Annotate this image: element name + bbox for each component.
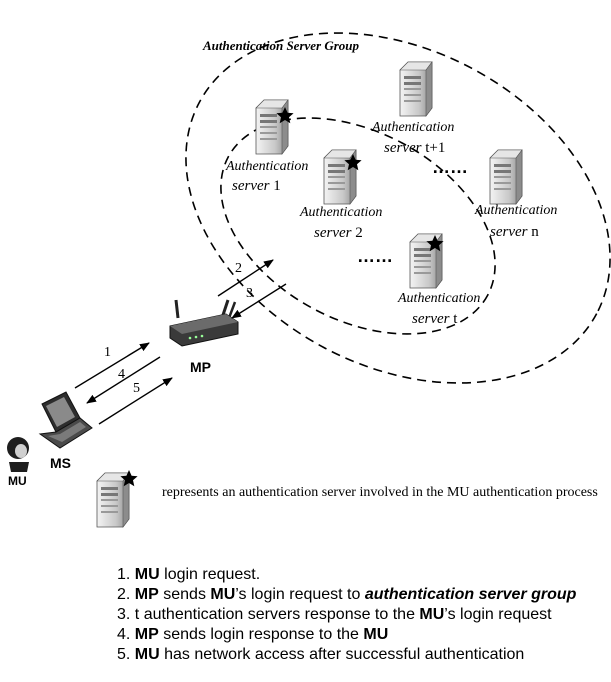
step-item: 3. t authentication servers response to … xyxy=(117,605,611,625)
step-text: MU xyxy=(134,566,160,583)
outer-group-ellipse xyxy=(185,32,611,384)
arrow-1-label: 1 xyxy=(104,345,111,360)
inner-group-ellipse xyxy=(220,117,496,335)
arrow-5 xyxy=(98,377,173,425)
ms-label: MS xyxy=(50,455,71,471)
legend-server xyxy=(96,470,138,528)
server-n-label-line2: server n xyxy=(490,224,539,240)
server-t-word: server xyxy=(412,311,450,327)
server-t-label-line1: Authentication xyxy=(397,291,480,306)
server-t-plus-1-icon xyxy=(399,61,433,117)
server-t-label-line2: server t xyxy=(412,311,458,327)
server-t-plus-1-id: t+1 xyxy=(425,140,445,156)
step-item: 1. MU login request. xyxy=(117,565,611,585)
step-number: 5. xyxy=(117,646,135,663)
server-t-plus-1: Authentication server t+1 xyxy=(371,61,454,156)
arrow-4 xyxy=(86,356,161,404)
ms-laptop: MS xyxy=(38,391,93,471)
legend-text: represents an authentication server invo… xyxy=(162,485,598,500)
server-t-plus-1-label-line1: Authentication xyxy=(371,120,454,135)
server-n: Authentication server n xyxy=(474,149,557,240)
step-text: ’s login request xyxy=(444,606,552,623)
step-list: 1. MU login request.2. MP sends MU’s log… xyxy=(117,565,611,665)
step-text: t authentication servers response to the xyxy=(134,606,420,623)
server-2-label-line2: server 2 xyxy=(314,225,363,241)
step-item: 5. MU has network access after successfu… xyxy=(117,645,611,665)
ellipsis-dots-upper: …… xyxy=(432,157,468,177)
router-icon xyxy=(169,299,239,347)
server-2-id: 2 xyxy=(355,225,363,241)
step-text: MP xyxy=(134,626,159,643)
step-item: 4. MP sends login response to the MU xyxy=(117,625,611,645)
legend-server-icon xyxy=(96,472,130,528)
arrow-4-label: 4 xyxy=(118,367,125,382)
step-number: 1. xyxy=(117,566,135,583)
arrow-5-label: 5 xyxy=(133,381,140,396)
step-text: MU xyxy=(210,586,236,603)
server-t: Authentication server t xyxy=(397,233,480,327)
arrow-3-label: 3 xyxy=(246,286,253,301)
step-text: MP xyxy=(134,586,159,603)
server-t-plus-1-word: server xyxy=(384,140,422,156)
arrow-2-label: 2 xyxy=(235,261,242,276)
step-text: MU xyxy=(363,626,389,643)
step-number: 4. xyxy=(117,626,135,643)
step-number: 3. xyxy=(117,606,135,623)
mu-user: MU xyxy=(7,437,29,488)
arrow-3 xyxy=(231,283,287,319)
step-text: ’s login request to xyxy=(235,586,365,603)
step-number: 2. xyxy=(117,586,135,603)
server-t-id: t xyxy=(453,311,458,327)
server-1-label-line2: server 1 xyxy=(232,178,281,194)
server-1-id: 1 xyxy=(273,178,281,194)
mp-router: MP xyxy=(169,299,239,375)
step-text: sends xyxy=(158,586,211,603)
step-item: 2. MP sends MU’s login request to authen… xyxy=(117,585,611,605)
step-text: MU xyxy=(419,606,445,623)
step-text: MU xyxy=(134,646,160,663)
server-2: Authentication server 2 xyxy=(299,149,382,241)
server-t-plus-1-label-line2: server t+1 xyxy=(384,140,445,156)
laptop-icon xyxy=(38,391,93,449)
mu-label: MU xyxy=(8,474,27,488)
user-icon xyxy=(7,437,29,472)
server-n-id: n xyxy=(531,224,539,240)
step-text: authentication server group xyxy=(364,586,577,603)
step-text: login request. xyxy=(159,566,261,583)
server-1: Authentication server 1 xyxy=(225,99,308,194)
server-n-icon xyxy=(489,149,523,205)
step-text: has network access after successful auth… xyxy=(159,646,525,663)
step-text: sends login response to the xyxy=(158,626,364,643)
server-2-word: server xyxy=(314,225,352,241)
arrow-2 xyxy=(217,259,274,297)
group-label: Authentication Server Group xyxy=(202,38,360,53)
mp-label: MP xyxy=(190,359,211,375)
server-1-icon xyxy=(255,99,289,155)
ellipsis-dots-lower: …… xyxy=(357,246,393,266)
arrow-1 xyxy=(74,342,150,389)
server-1-label-line1: Authentication xyxy=(225,159,308,174)
server-1-word: server xyxy=(232,178,270,194)
server-2-label-line1: Authentication xyxy=(299,205,382,220)
server-n-label-line1: Authentication xyxy=(474,203,557,218)
server-n-word: server xyxy=(490,224,528,240)
